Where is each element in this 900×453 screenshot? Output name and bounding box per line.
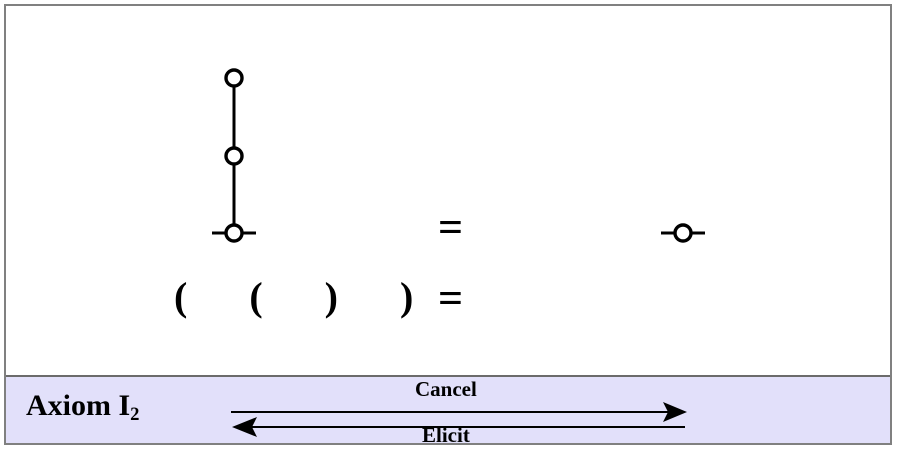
cancel-arrow-label: Cancel [415, 377, 477, 401]
elicit-arrow-head [232, 417, 257, 437]
tree-node-middle [224, 146, 244, 166]
three-node-vertical-tree [212, 68, 256, 243]
axiom-panel: Axiom I2 Cancel Elicit [6, 375, 890, 447]
axiom-label-text: Axiom I [26, 389, 131, 422]
axiom-label: Axiom I2 [26, 391, 139, 425]
transition-arrows: Cancel Elicit [221, 377, 701, 447]
axiom-label-subscript: 2 [130, 404, 140, 426]
equals-sign-row-2: = [438, 274, 464, 323]
tree-node-root [673, 223, 693, 243]
paren-expression: ( ( ) ) [174, 274, 428, 319]
elicit-arrow-label: Elicit [422, 423, 470, 447]
equals-sign-row-1: = [438, 203, 464, 252]
tree-node-top [224, 68, 244, 88]
tree-node-bottom [224, 223, 244, 243]
cancel-arrow-head [663, 402, 687, 422]
transition-arrow-pair [231, 402, 687, 437]
figure-frame: = ( ( ) ) = Axiom I2 Cancel Elicit [4, 4, 892, 447]
single-root-node [661, 223, 705, 243]
equation-region: = ( ( ) ) = [6, 6, 890, 375]
